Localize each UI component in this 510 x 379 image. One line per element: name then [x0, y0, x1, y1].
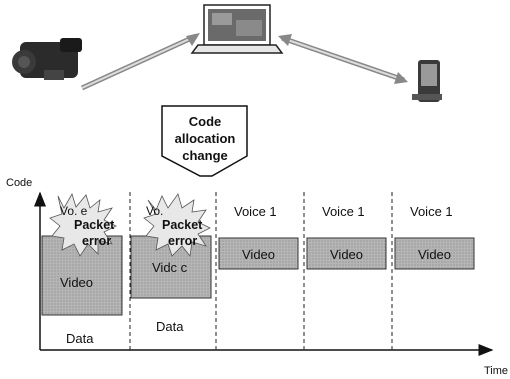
voice-label: Voice 1: [410, 204, 453, 219]
packet-error-line-1: Packet: [162, 218, 203, 232]
mobile-phone-icon: [412, 60, 442, 102]
packet-error-line-2: error: [168, 234, 197, 248]
packet-error-line-2: error: [82, 234, 111, 248]
voice-label: Vo.: [146, 204, 163, 218]
slot-dividers: [129, 192, 393, 350]
link-camcorder-to-laptop: [80, 33, 200, 91]
voice-label: Voice 1: [234, 204, 277, 219]
video-block: [218, 237, 299, 270]
link-laptop-to-phone: [278, 34, 408, 84]
time-slot-3: Voice 1 Video: [218, 204, 299, 270]
video-block: [41, 235, 123, 316]
callout-line-2: allocation: [175, 131, 236, 146]
x-axis-label: Time: [484, 365, 508, 377]
video-label: Vidc c: [152, 260, 188, 275]
packet-error-burst: [143, 193, 211, 257]
time-slot-5: Voice 1 Video: [394, 204, 475, 270]
data-label: Data: [66, 331, 94, 346]
video-block: [394, 237, 475, 270]
time-slot-4: Voice 1 Video: [306, 204, 387, 270]
video-label: Video: [242, 247, 275, 262]
code-allocation-callout: Code allocation change: [161, 105, 248, 177]
voice-label: Voice 1: [322, 204, 365, 219]
time-slot-2: Vidc c Vo. Packet error Data: [130, 193, 212, 334]
callout-line-3: change: [182, 148, 228, 163]
data-label: Data: [156, 319, 184, 334]
video-label: Video: [330, 247, 363, 262]
y-axis-label: Code: [6, 177, 32, 189]
camcorder-icon: [12, 38, 82, 80]
axes: Code Time: [6, 177, 508, 377]
video-block: [306, 237, 387, 270]
callout-line-1: Code: [189, 114, 222, 129]
voice-label: Vo. e: [60, 204, 88, 218]
video-label: Video: [60, 275, 93, 290]
packet-error-burst: [49, 192, 117, 257]
time-slot-1: Video Vo. e Packet error Data: [41, 192, 123, 346]
packet-error-line-1: Packet: [74, 218, 115, 232]
laptop-icon: [190, 4, 284, 54]
video-label: Video: [418, 247, 451, 262]
